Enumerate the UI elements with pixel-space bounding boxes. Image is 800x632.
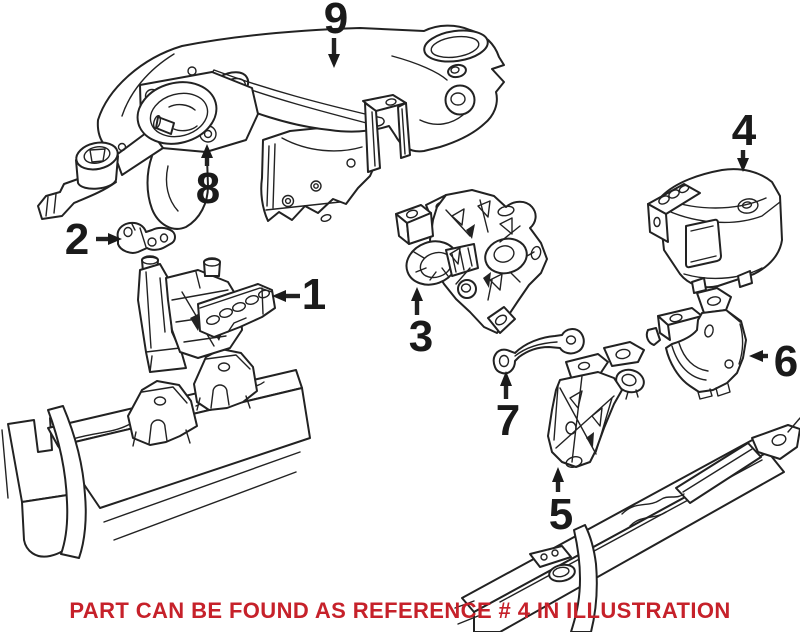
callout-2-number: 2 xyxy=(65,215,89,264)
callout-5-arrow-head xyxy=(552,467,564,482)
part-7-outline xyxy=(492,328,585,375)
callout-1: 1 xyxy=(272,270,326,319)
callout-1-number: 1 xyxy=(302,270,326,319)
callout-7-arrow-head xyxy=(500,371,512,386)
callout-3-arrow-head xyxy=(411,287,423,301)
callout-4-number: 4 xyxy=(732,106,757,155)
callouts: 9 8 2 1 3 xyxy=(65,0,798,539)
callout-8: 8 xyxy=(196,144,220,213)
callout-9: 9 xyxy=(324,0,348,68)
part-5-body xyxy=(547,371,623,468)
frame-rail-left xyxy=(1,348,311,559)
callout-5-number: 5 xyxy=(549,490,573,539)
caption-text: PART CAN BE FOUND AS REFERENCE # 4 IN IL… xyxy=(69,598,730,623)
rail-right-brace xyxy=(675,442,762,504)
callout-4-arrow-head xyxy=(737,158,749,172)
frame-rail-right xyxy=(454,417,800,632)
callout-7-number: 7 xyxy=(496,396,520,445)
part-4-transmission-mount xyxy=(647,168,783,294)
callout-8-arrow-head xyxy=(201,144,213,158)
part-8-mount-arm xyxy=(37,71,259,220)
part-1-engine-mount xyxy=(137,255,276,373)
callout-2-arrow-head xyxy=(108,233,122,245)
part-2-bracket xyxy=(116,221,176,254)
part-1-beam xyxy=(197,283,276,338)
callout-6-arrow-head xyxy=(749,350,763,362)
callout-5: 5 xyxy=(549,467,573,539)
callout-8-number: 8 xyxy=(196,164,220,213)
rail-right-strap xyxy=(570,524,598,632)
callout-2: 2 xyxy=(65,215,122,264)
part-1-tower xyxy=(137,263,187,373)
rail-left-bracket-a xyxy=(127,380,198,446)
part-3-mount-bracket xyxy=(395,189,548,334)
callout-1-arrow-head xyxy=(272,290,286,302)
callout-9-number: 9 xyxy=(324,0,348,43)
callout-9-arrow-head xyxy=(328,54,340,68)
callout-3: 3 xyxy=(409,287,433,361)
callout-7: 7 xyxy=(496,371,520,445)
rail-left-strap xyxy=(47,405,87,559)
part-6-support-bracket xyxy=(645,287,747,400)
part-9-shield xyxy=(260,122,379,222)
part-7-link-arm xyxy=(492,328,585,375)
callout-4: 4 xyxy=(732,106,757,172)
callout-6: 6 xyxy=(749,337,798,386)
callout-3-number: 3 xyxy=(409,312,433,361)
part-5-gusset-bracket xyxy=(547,341,645,468)
callout-6-number: 6 xyxy=(774,337,798,386)
